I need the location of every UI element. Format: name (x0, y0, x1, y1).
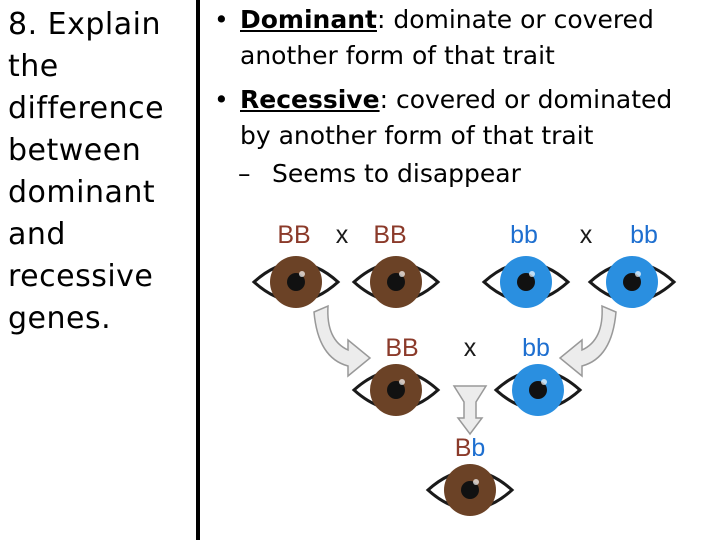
curved-arrow-left-icon (313, 304, 372, 378)
question-text: 8. Explain the difference between domina… (8, 4, 193, 340)
down-arrow-icon (452, 385, 488, 436)
blue-eye-icon (588, 256, 676, 308)
question-line: and (8, 217, 66, 252)
vertical-divider (196, 0, 200, 540)
question-line: between (8, 133, 142, 168)
label-parent2-cross: x (580, 221, 593, 249)
question-line: dominant (8, 175, 156, 210)
label-parent1-cross: x (336, 221, 349, 249)
bullet-dominant: • Dominant: dominate or covered (208, 2, 716, 38)
genetics-cross-diagram: BB x BB bb x bb BB x bb (252, 221, 676, 516)
question-line: 8. Explain (8, 7, 161, 42)
label-offspring: Bb (455, 434, 486, 462)
brown-eye-icon (352, 256, 440, 308)
brown-eye-icon (352, 364, 440, 416)
term-dominant: Dominant (240, 5, 377, 34)
brown-eye-icon (252, 256, 340, 308)
label-parent2-left: bb (510, 221, 538, 249)
bullet-recessive: • Recessive: covered or dominated (208, 82, 716, 118)
label-cross-op: x (464, 334, 477, 362)
term-recessive: Recessive (240, 85, 380, 114)
question-line: the (8, 49, 59, 84)
bullet-recessive-cont: by another form of that trait (208, 118, 716, 154)
label-cross-right: bb (522, 334, 550, 362)
brown-eye-icon (426, 464, 514, 516)
label-cross-left: BB (385, 334, 418, 362)
bullet-dominant-cont: another form of that trait (208, 38, 716, 74)
bullet-dot-icon: • (214, 85, 229, 114)
curved-arrow-right-icon (558, 304, 617, 378)
sub-bullet: – Seems to disappear (208, 154, 716, 194)
dash-icon: – (238, 159, 251, 188)
sub-bullet-text: Seems to disappear (272, 159, 521, 188)
bullet-dot-icon: • (214, 5, 229, 34)
question-line: difference (8, 91, 165, 126)
label-parent1-left: BB (277, 221, 310, 249)
bullet-list: • Dominant: dominate or covered another … (208, 2, 716, 194)
blue-eye-icon (482, 256, 570, 308)
definition-text: another form of that trait (240, 41, 555, 70)
question-line: genes. (8, 301, 112, 336)
blue-eye-icon (494, 364, 582, 416)
label-parent2-right: bb (630, 221, 658, 249)
label-parent1-right: BB (373, 221, 406, 249)
definition-text: by another form of that trait (240, 121, 594, 150)
definition-text: : dominate or covered (376, 5, 654, 34)
question-line: recessive (8, 259, 154, 294)
definition-text: : covered or dominated (379, 85, 673, 114)
